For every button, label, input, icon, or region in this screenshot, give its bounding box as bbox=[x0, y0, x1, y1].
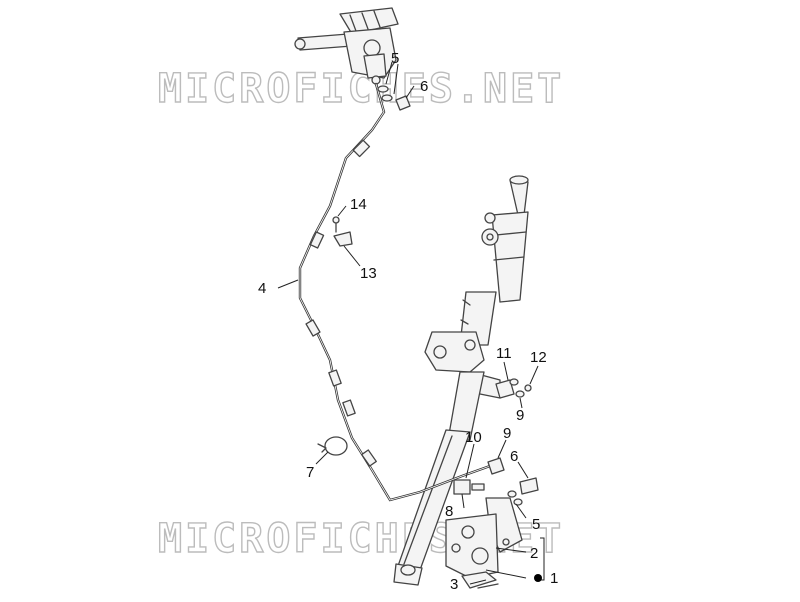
callout-11: 11 bbox=[496, 345, 512, 362]
brake-lever-master-cylinder bbox=[294, 7, 399, 85]
callout-13: 13 bbox=[360, 265, 377, 282]
fork-tube bbox=[393, 175, 529, 586]
callout-9-lower: 9 bbox=[503, 425, 511, 442]
callout-6-upper: 6 bbox=[420, 78, 428, 95]
callout-2: 2 bbox=[530, 545, 538, 562]
callout-3: 3 bbox=[450, 576, 458, 593]
callout-9-upper: 9 bbox=[516, 407, 524, 424]
assembly-marker-dot bbox=[534, 574, 542, 582]
callout-4: 4 bbox=[258, 280, 266, 297]
callout-6-lower: 6 bbox=[510, 448, 518, 465]
callout-10: 10 bbox=[465, 429, 482, 446]
callout-1: 1 bbox=[550, 570, 558, 587]
callout-8: 8 bbox=[445, 503, 453, 520]
callouts: 1 2 3 4 5 5 6 6 7 8 9 9 10 11 12 13 14 bbox=[258, 50, 558, 593]
callout-12: 12 bbox=[530, 349, 547, 366]
leader-lines bbox=[277, 61, 545, 585]
fork-clamp-fittings bbox=[495, 378, 532, 399]
hose-clip bbox=[317, 436, 348, 456]
callout-7: 7 bbox=[306, 464, 314, 481]
lower-fittings bbox=[453, 457, 539, 506]
brake-hose bbox=[298, 82, 492, 502]
callout-5-lower: 5 bbox=[532, 516, 540, 533]
callout-14: 14 bbox=[350, 196, 367, 213]
callout-5-upper: 5 bbox=[391, 50, 399, 67]
upper-banjo-fittings bbox=[377, 85, 411, 111]
hose-clamp bbox=[332, 216, 353, 247]
brake-caliper bbox=[445, 497, 523, 589]
